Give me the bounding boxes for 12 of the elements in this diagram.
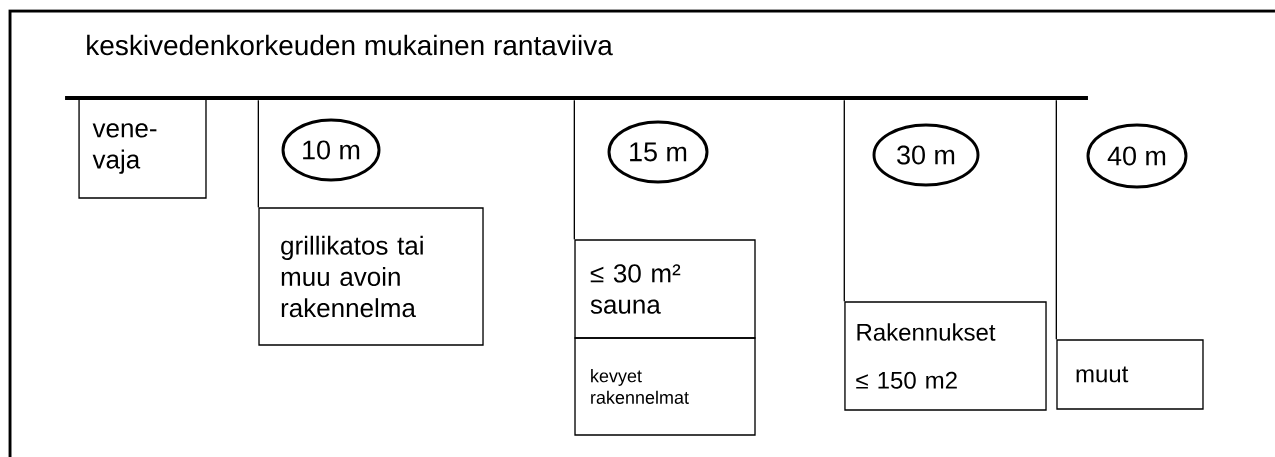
building-box: muut [1056, 339, 1204, 410]
distance-line [257, 99, 259, 208]
building-box: grillikatos tai muu avoin rakennelma [258, 207, 484, 346]
distance-line [1055, 99, 1057, 340]
building-box: ≤ 30 m² sauna [574, 239, 756, 339]
building-box: Rakennukset ≤ 150 m2 [844, 301, 1047, 411]
distance-line [843, 99, 845, 302]
shoreline-label: keskivedenkorkeuden mukainen rantaviiva [87, 34, 613, 56]
building-box: vene- vaja [78, 98, 207, 199]
shoreline [65, 96, 1088, 100]
distance-line [573, 99, 575, 240]
building-box: kevyet rakennelmat [574, 337, 756, 436]
